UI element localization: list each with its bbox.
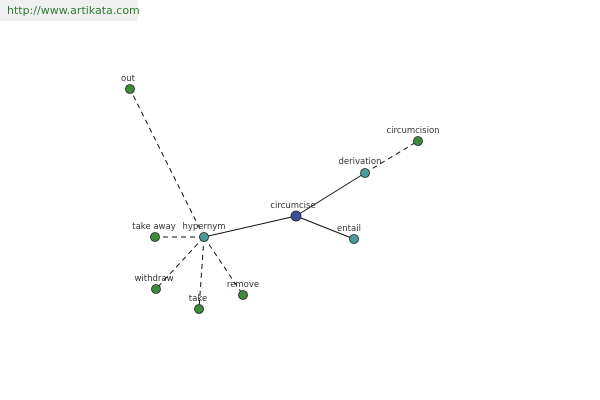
- node-entail[interactable]: entail: [337, 224, 361, 244]
- node-label-entail: entail: [337, 224, 361, 234]
- edge-hypernym-take: [198, 236, 205, 310]
- nodes-layer: circumcise hypernym derivation entail circum…: [121, 74, 440, 314]
- node-label-take-away: take away: [132, 222, 176, 232]
- node-marker-take-away[interactable]: [150, 232, 160, 242]
- node-hypernym[interactable]: hypernym: [182, 222, 226, 242]
- node-marker-withdraw[interactable]: [151, 284, 161, 294]
- node-derivation[interactable]: derivation: [338, 157, 382, 178]
- url-link[interactable]: http://www.artikata.com: [7, 4, 140, 17]
- node-circumcise[interactable]: circumcise: [270, 201, 316, 222]
- node-take[interactable]: take: [189, 294, 207, 314]
- node-marker-remove[interactable]: [238, 290, 248, 300]
- node-circumcision[interactable]: circumcision: [386, 126, 440, 146]
- edge-derivation-circumcision: [364, 140, 419, 174]
- node-take-away[interactable]: take away: [132, 222, 176, 242]
- edge-hypernym-out: [129, 88, 205, 238]
- node-marker-entail[interactable]: [349, 234, 359, 244]
- node-label-take: take: [189, 294, 207, 304]
- node-marker-derivation[interactable]: [360, 168, 370, 178]
- url-banner[interactable]: http://www.artikata.com: [0, 0, 140, 21]
- node-label-out: out: [121, 74, 136, 84]
- node-marker-circumcise[interactable]: [290, 210, 302, 222]
- node-withdraw[interactable]: withdraw: [134, 274, 174, 294]
- node-label-remove: remove: [227, 280, 259, 290]
- node-marker-hypernym[interactable]: [199, 232, 209, 242]
- edge-circumcise-entail: [295, 215, 355, 240]
- node-label-derivation: derivation: [338, 157, 381, 167]
- node-label-withdraw: withdraw: [134, 274, 173, 284]
- node-out[interactable]: out: [121, 74, 136, 94]
- node-marker-take[interactable]: [194, 304, 204, 314]
- edge-circumcise-hypernym: [203, 215, 297, 238]
- node-remove[interactable]: remove: [227, 280, 259, 300]
- edges-layer: [129, 88, 419, 310]
- edge-hypernym-remove: [203, 236, 244, 296]
- edge-hypernym-withdraw: [155, 236, 205, 290]
- node-label-circumcision: circumcision: [386, 126, 439, 136]
- node-marker-circumcision[interactable]: [413, 136, 423, 146]
- node-marker-out[interactable]: [125, 84, 135, 94]
- node-label-hypernym: hypernym: [182, 222, 225, 232]
- edge-circumcise-derivation: [295, 172, 366, 217]
- node-label-circumcise: circumcise: [270, 201, 315, 211]
